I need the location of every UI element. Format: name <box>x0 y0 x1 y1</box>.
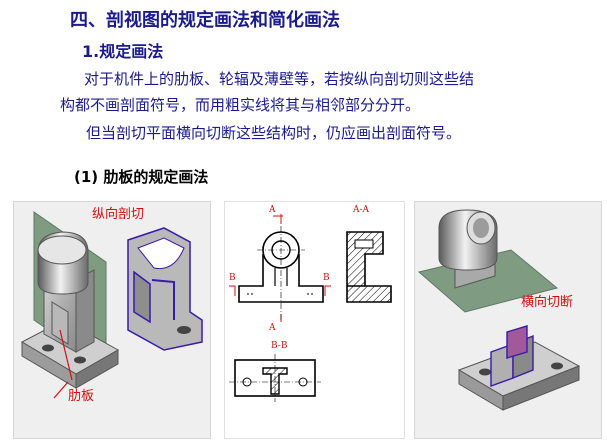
longitudinal-cut-label: 纵向剖切 <box>92 206 144 222</box>
view-label-bb: B-B <box>271 341 288 351</box>
section-heading: 四、剖视图的规定画法和简化画法 <box>70 10 340 31</box>
transverse-cut-illustration: 横向切断 <box>417 209 581 411</box>
hatched-section <box>506 325 528 359</box>
section-mark-b-right: B <box>323 273 330 283</box>
paragraph-line-3: 但当剖切平面横向切断这些结构时，仍应画出剖面符号。 <box>86 124 462 142</box>
orthographic-views-drawing: A A B B A-A B-B <box>229 205 392 402</box>
figure-longitudinal-cut: 纵向剖切 肋板 <box>13 201 211 439</box>
section-mark-a-top: A <box>268 205 276 215</box>
figure-transverse-cut: 横向切断 <box>414 201 602 439</box>
rib-label: 肋板 <box>68 389 94 404</box>
figure-caption: (1) 肋板的规定画法 <box>74 168 209 186</box>
rib <box>51 301 69 345</box>
view-label-aa: A-A <box>352 205 370 215</box>
subsection-heading: 1.规定画法 <box>82 42 164 61</box>
paragraph-line-2: 构都不画剖面符号，而用粗实线将其与相邻部分分开。 <box>60 96 421 114</box>
figure-orthographic-views: A A B B A-A B-B <box>224 201 405 439</box>
paragraph-line-1: 对于机件上的肋板、轮辐及薄壁等，若按纵向剖切则这些结 <box>84 70 475 88</box>
section-mark-b-left: B <box>229 273 236 283</box>
longitudinal-cut-illustration: 纵向剖切 肋板 <box>20 206 203 404</box>
section-mark-a-bottom: A <box>268 323 276 333</box>
transverse-cut-label: 横向切断 <box>521 294 573 310</box>
